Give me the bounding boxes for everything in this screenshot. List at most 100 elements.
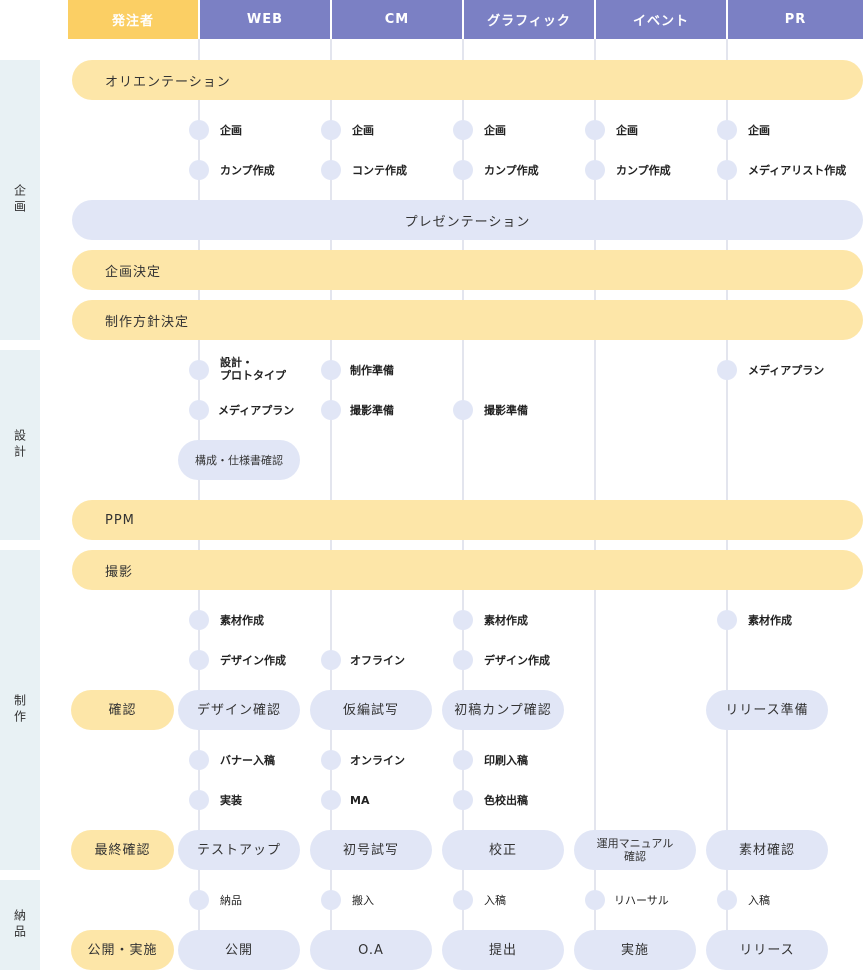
band-orientation: オリエンテーション bbox=[72, 60, 863, 100]
pill-final-check: 最終確認 bbox=[71, 830, 174, 870]
pill-publish-execute: 公開・実施 bbox=[71, 930, 174, 970]
phase-planning: 企画 bbox=[0, 60, 40, 340]
step-label: メディアプラン bbox=[748, 364, 825, 377]
step-dot bbox=[453, 400, 473, 420]
pill-release-prep: リリース準備 bbox=[706, 690, 828, 730]
step-dot bbox=[585, 160, 605, 180]
step-dot bbox=[453, 750, 473, 770]
step-dot bbox=[189, 400, 209, 420]
pill-submit: 提出 bbox=[442, 930, 564, 970]
step-dot bbox=[321, 120, 341, 140]
step-label: メディアリスト作成 bbox=[748, 164, 847, 177]
pill-spec-check: 構成・仕様書確認 bbox=[178, 440, 300, 480]
header-pr: PR bbox=[728, 0, 863, 39]
step-label: 入稿 bbox=[748, 894, 770, 907]
step-label: 素材作成 bbox=[484, 614, 528, 627]
step-label: バナー入稿 bbox=[220, 754, 275, 767]
step-dot bbox=[453, 650, 473, 670]
step-label-design-prototype: 設計・ プロトタイプ bbox=[220, 356, 286, 382]
step-label: 制作準備 bbox=[350, 364, 394, 377]
step-dot bbox=[717, 160, 737, 180]
step-dot bbox=[321, 750, 341, 770]
step-label: MA bbox=[350, 794, 370, 807]
band-policy-decision: 制作方針決定 bbox=[72, 300, 863, 340]
step-dot bbox=[321, 790, 341, 810]
step-label: 企画 bbox=[352, 124, 374, 137]
step-label: 撮影準備 bbox=[484, 404, 528, 417]
step-dot bbox=[189, 790, 209, 810]
step-label: カンプ作成 bbox=[616, 164, 671, 177]
step-dot bbox=[321, 160, 341, 180]
pill-first-comp-check: 初稿カンプ確認 bbox=[442, 690, 564, 730]
step-dot bbox=[453, 160, 473, 180]
band-presentation: プレゼンテーション bbox=[72, 200, 863, 240]
step-label: デザイン作成 bbox=[220, 654, 286, 667]
step-dot bbox=[717, 120, 737, 140]
step-dot bbox=[717, 610, 737, 630]
step-dot bbox=[189, 360, 209, 380]
step-dot bbox=[321, 890, 341, 910]
pill-release: リリース bbox=[706, 930, 828, 970]
step-dot bbox=[321, 650, 341, 670]
phase-delivery: 納品 bbox=[0, 880, 40, 970]
step-dot bbox=[717, 890, 737, 910]
step-dot bbox=[453, 610, 473, 630]
step-dot bbox=[189, 750, 209, 770]
step-dot bbox=[321, 400, 341, 420]
pill-proofreading: 校正 bbox=[442, 830, 564, 870]
pill-on-air: O.A bbox=[310, 930, 432, 970]
band-ppm: PPM bbox=[72, 500, 863, 540]
band-shooting: 撮影 bbox=[72, 550, 863, 590]
step-label: 撮影準備 bbox=[350, 404, 394, 417]
pill-publish: 公開 bbox=[178, 930, 300, 970]
step-label: 色校出稿 bbox=[484, 794, 528, 807]
step-label: カンプ作成 bbox=[484, 164, 539, 177]
step-label: 入稿 bbox=[484, 894, 506, 907]
step-dot bbox=[717, 360, 737, 380]
step-label: 企画 bbox=[484, 124, 506, 137]
step-dot bbox=[189, 160, 209, 180]
phase-production: 制作 bbox=[0, 550, 40, 870]
step-dot bbox=[585, 890, 605, 910]
step-label: オンライン bbox=[350, 754, 405, 767]
step-label: カンプ作成 bbox=[220, 164, 275, 177]
header-client: 発注者 bbox=[68, 0, 198, 39]
step-label: デザイン作成 bbox=[484, 654, 550, 667]
header-event: イベント bbox=[596, 0, 726, 39]
step-dot bbox=[189, 650, 209, 670]
pill-client-check: 確認 bbox=[71, 690, 174, 730]
header-graphic: グラフィック bbox=[464, 0, 594, 39]
pill-design-check: デザイン確認 bbox=[178, 690, 300, 730]
step-label: メディアプラン bbox=[218, 404, 295, 417]
pill-first-print-preview: 初号試写 bbox=[310, 830, 432, 870]
header-cm: CM bbox=[332, 0, 462, 39]
step-label: コンテ作成 bbox=[352, 164, 407, 177]
step-label: リハーサル bbox=[614, 894, 669, 907]
header-web: WEB bbox=[200, 0, 330, 39]
step-label: 素材作成 bbox=[748, 614, 792, 627]
step-dot bbox=[453, 120, 473, 140]
step-dot bbox=[585, 120, 605, 140]
pill-execute: 実施 bbox=[574, 930, 696, 970]
step-dot bbox=[453, 890, 473, 910]
step-dot bbox=[189, 120, 209, 140]
pill-test-upload: テストアップ bbox=[178, 830, 300, 870]
pill-manual-check: 運用マニュアル 確認 bbox=[574, 830, 696, 870]
step-dot bbox=[189, 890, 209, 910]
step-dot bbox=[321, 360, 341, 380]
step-label: 納品 bbox=[220, 894, 242, 907]
step-label: オフライン bbox=[350, 654, 405, 667]
step-label: 搬入 bbox=[352, 894, 374, 907]
step-label: 実装 bbox=[220, 794, 242, 807]
phase-design: 設計 bbox=[0, 350, 40, 540]
step-label: 企画 bbox=[616, 124, 638, 137]
step-label: 企画 bbox=[748, 124, 770, 137]
step-dot bbox=[189, 610, 209, 630]
step-label: 素材作成 bbox=[220, 614, 264, 627]
pill-rough-edit-preview: 仮編試写 bbox=[310, 690, 432, 730]
step-dot bbox=[453, 790, 473, 810]
step-label: 企画 bbox=[220, 124, 242, 137]
step-label: 印刷入稿 bbox=[484, 754, 528, 767]
pill-material-check: 素材確認 bbox=[706, 830, 828, 870]
band-plan-decision: 企画決定 bbox=[72, 250, 863, 290]
